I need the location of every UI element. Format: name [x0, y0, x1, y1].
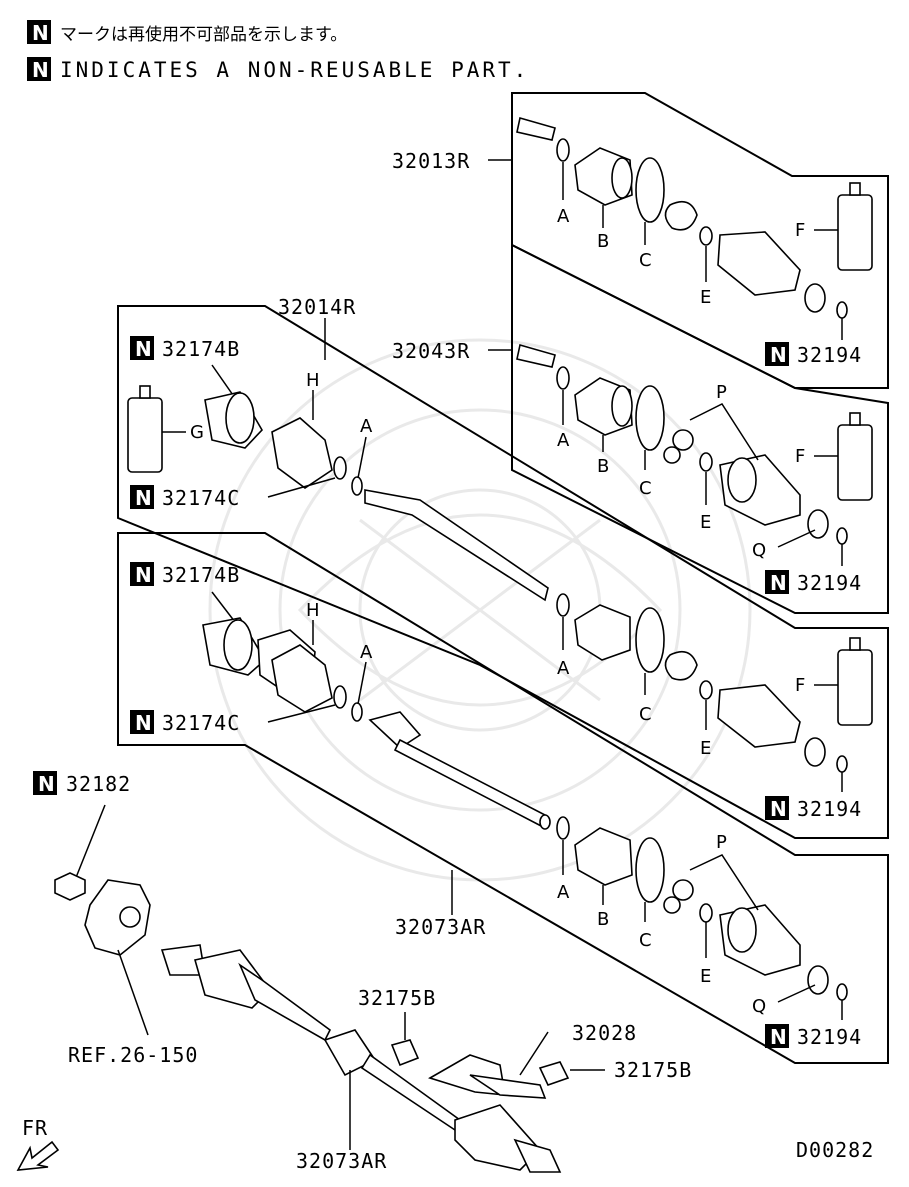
n-mark-icon: N [770, 571, 787, 595]
label-32174C[interactable]: 32174C [162, 486, 240, 510]
label-32073AR-lower[interactable]: 32073AR [296, 1149, 387, 1173]
front-arrow-icon [16, 1140, 60, 1171]
note-english: INDICATES A NON-REUSABLE PART. [60, 58, 529, 82]
hub-group: N 32182 REF.26-150 [33, 771, 198, 1067]
letter-F[interactable]: F [795, 675, 805, 696]
front-direction-indicator: FR [16, 1116, 60, 1171]
n-mark-icon: N [135, 711, 152, 735]
label-32194[interactable]: 32194 [797, 1025, 862, 1049]
letter-E[interactable]: E [700, 738, 711, 759]
letter-C[interactable]: C [639, 478, 652, 499]
letter-E[interactable]: E [700, 966, 711, 987]
letter-P[interactable]: P [716, 832, 727, 853]
letter-A[interactable]: A [360, 416, 373, 437]
n-mark-icon: N [135, 337, 152, 361]
letter-Q[interactable]: Q [752, 540, 766, 561]
letter-C[interactable]: C [639, 250, 652, 271]
label-32073AR-upper[interactable]: 32073AR [395, 915, 486, 939]
lower-driveshaft: 32073AR [160, 944, 562, 1173]
letter-A[interactable]: A [557, 206, 570, 227]
n-mark-icon: N [770, 797, 787, 821]
label-32174B[interactable]: 32174B [162, 337, 240, 361]
label-fr: FR [22, 1116, 48, 1140]
letter-H[interactable]: H [306, 370, 320, 391]
panel-32043R: 32043R P F A B C E Q N 32194 [392, 243, 889, 614]
n-mark-icon: N [32, 21, 49, 45]
letter-A[interactable]: A [557, 658, 570, 679]
panel-32073AR: N 32174B H A N 32174C P A [117, 532, 889, 1064]
header-note-jp: N マークは再使用不可部品を示します。 [27, 20, 347, 45]
letter-A[interactable]: A [557, 430, 570, 451]
diagram-code: D00282 [796, 1138, 874, 1162]
n-mark-icon: N [32, 58, 49, 82]
letter-C[interactable]: C [639, 930, 652, 951]
letter-P[interactable]: P [716, 382, 727, 403]
label-32174B[interactable]: 32174B [162, 563, 240, 587]
n-mark-icon: N [38, 772, 55, 796]
letter-F[interactable]: F [795, 446, 805, 467]
note-japanese: マークは再使用不可部品を示します。 [60, 24, 347, 45]
letter-C[interactable]: C [639, 704, 652, 725]
label-32194[interactable]: 32194 [797, 797, 862, 821]
letter-A[interactable]: A [557, 882, 570, 903]
label-ref-26-150[interactable]: REF.26-150 [68, 1043, 198, 1067]
label-32194[interactable]: 32194 [797, 343, 862, 367]
label-32174C[interactable]: 32174C [162, 711, 240, 735]
n-mark-icon: N [770, 1025, 787, 1049]
n-mark-icon: N [135, 563, 152, 587]
letter-B[interactable]: B [597, 231, 609, 252]
letter-G[interactable]: G [190, 422, 204, 443]
bracket-group: 32175B 32028 32175B [358, 986, 692, 1099]
letter-E[interactable]: E [700, 287, 711, 308]
letter-B[interactable]: B [597, 456, 609, 477]
label-32182[interactable]: 32182 [66, 772, 131, 796]
watermark-emblem [208, 338, 752, 882]
label-32028[interactable]: 32028 [572, 1021, 637, 1045]
label-32013R[interactable]: 32013R [392, 149, 470, 173]
panel-32014R: 32014R N 32174B G H A N 32174C [117, 295, 889, 839]
n-mark-icon: N [770, 343, 787, 367]
letter-B[interactable]: B [597, 909, 609, 930]
panel-32013R: 32013R F A B C E N 32194 [392, 92, 889, 389]
n-mark-icon: N [135, 486, 152, 510]
letter-H[interactable]: H [306, 600, 320, 621]
label-32043R[interactable]: 32043R [392, 339, 470, 363]
label-32014R[interactable]: 32014R [278, 295, 356, 319]
letter-E[interactable]: E [700, 512, 711, 533]
letter-F[interactable]: F [795, 220, 805, 241]
header-note-en: N INDICATES A NON-REUSABLE PART. [27, 57, 529, 82]
label-32194[interactable]: 32194 [797, 571, 862, 595]
label-32175B-right[interactable]: 32175B [614, 1058, 692, 1082]
letter-Q[interactable]: Q [752, 996, 766, 1017]
letter-A[interactable]: A [360, 642, 373, 663]
label-32175B-upper[interactable]: 32175B [358, 986, 436, 1010]
